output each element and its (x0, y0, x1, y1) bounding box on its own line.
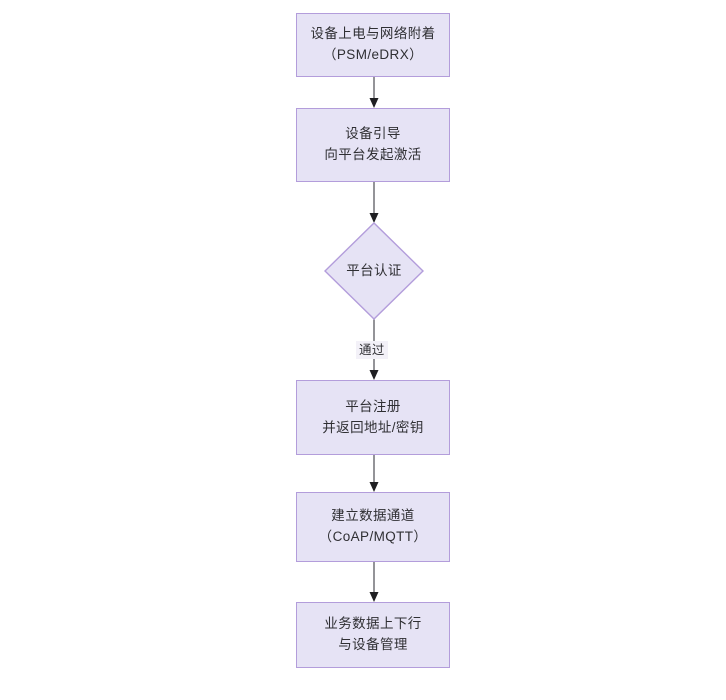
node-business-data-and-device-management-line-1: 业务数据上下行 (324, 616, 422, 632)
node-platform-authentication-label: 平台认证 (346, 262, 402, 278)
node-establish-data-channel[interactable]: 建立数据通道 （CoAP/MQTT） (296, 492, 450, 562)
node-platform-registration[interactable]: 平台注册 并返回地址/密钥 (296, 380, 450, 455)
node-power-on-network-attach-line-2: （PSM/eDRX） (322, 47, 424, 62)
node-establish-data-channel-line-1: 建立数据通道 (331, 508, 415, 524)
node-platform-registration-line-1: 平台注册 (345, 398, 401, 414)
node-establish-data-channel-line-2: （CoAP/MQTT） (318, 529, 428, 544)
connector-n1-n2 (369, 76, 379, 108)
node-device-bootstrap-activation-line-1: 设备引导 (345, 126, 401, 142)
node-business-data-and-device-management[interactable]: 业务数据上下行 与设备管理 (296, 602, 450, 668)
node-device-bootstrap-activation[interactable]: 设备引导 向平台发起激活 (296, 108, 450, 182)
edge-label-pass: 通过 (356, 341, 388, 360)
diamond-shape (324, 222, 424, 320)
node-platform-authentication[interactable]: 平台认证 (324, 222, 424, 320)
node-power-on-network-attach[interactable]: 设备上电与网络附着 （PSM/eDRX） (296, 13, 450, 77)
node-business-data-and-device-management-line-2: 与设备管理 (338, 637, 408, 652)
connector-n5-n6 (369, 561, 379, 602)
node-power-on-network-attach-line-1: 设备上电与网络附着 (310, 26, 436, 42)
connector-n4-n5 (369, 454, 379, 492)
node-device-bootstrap-activation-line-2: 向平台发起激活 (324, 147, 422, 162)
connector-n2-n3 (369, 181, 379, 223)
node-platform-registration-line-2: 并返回地址/密钥 (322, 419, 424, 435)
